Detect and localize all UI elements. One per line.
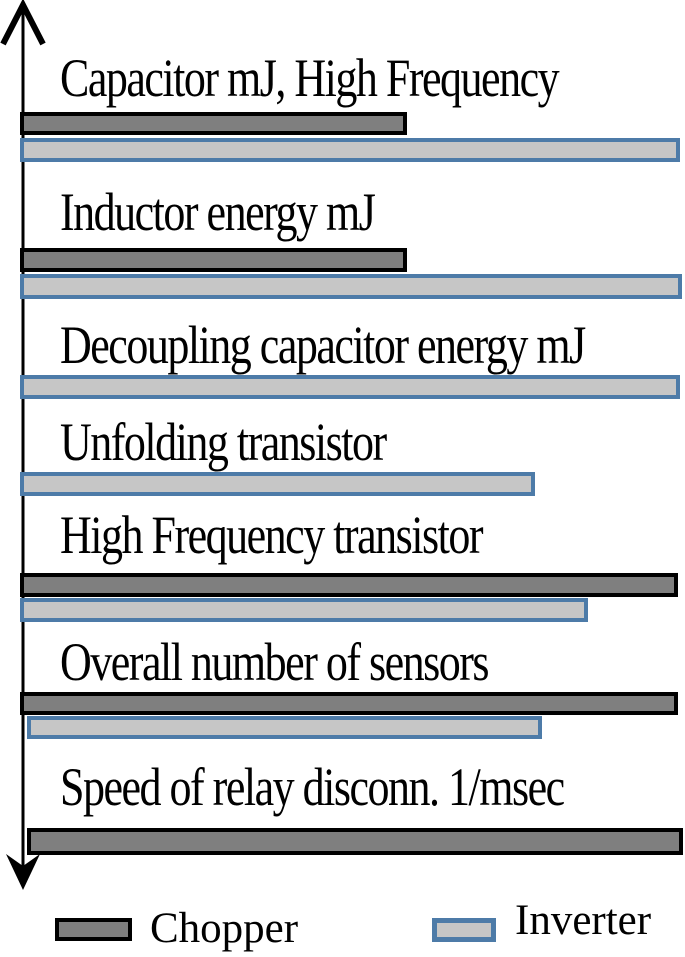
legend-label-inverter: Inverter [515,897,652,944]
bar-inverter [27,716,542,739]
bar-inverter [20,138,680,162]
category-label: Decoupling capacitor energy mJ [60,315,586,376]
legend-label-chopper: Chopper [150,905,299,952]
arrow-down-icon [6,854,40,890]
category-label: Speed of relay disconn. 1/msec [60,757,565,818]
bar-chopper [27,828,683,855]
category-label: Overall number of sensors [60,632,490,693]
category-label: Unfolding transistor [60,412,387,473]
legend-swatch-chopper [55,918,132,941]
category-label: Capacitor mJ, High Frequency [60,48,560,109]
bar-chopper [20,692,678,715]
bar-chopper [20,112,407,135]
bar-chopper [20,248,407,272]
arrow-up-icon [0,0,46,46]
category-label: Inductor energy mJ [60,182,376,243]
bar-chopper [20,573,678,597]
bar-inverter [20,472,535,496]
bar-inverter [20,274,682,299]
bar-inverter [20,598,588,622]
legend-swatch-inverter [432,918,496,942]
category-label: High Frequency transistor [60,505,483,566]
bar-inverter [20,375,680,399]
